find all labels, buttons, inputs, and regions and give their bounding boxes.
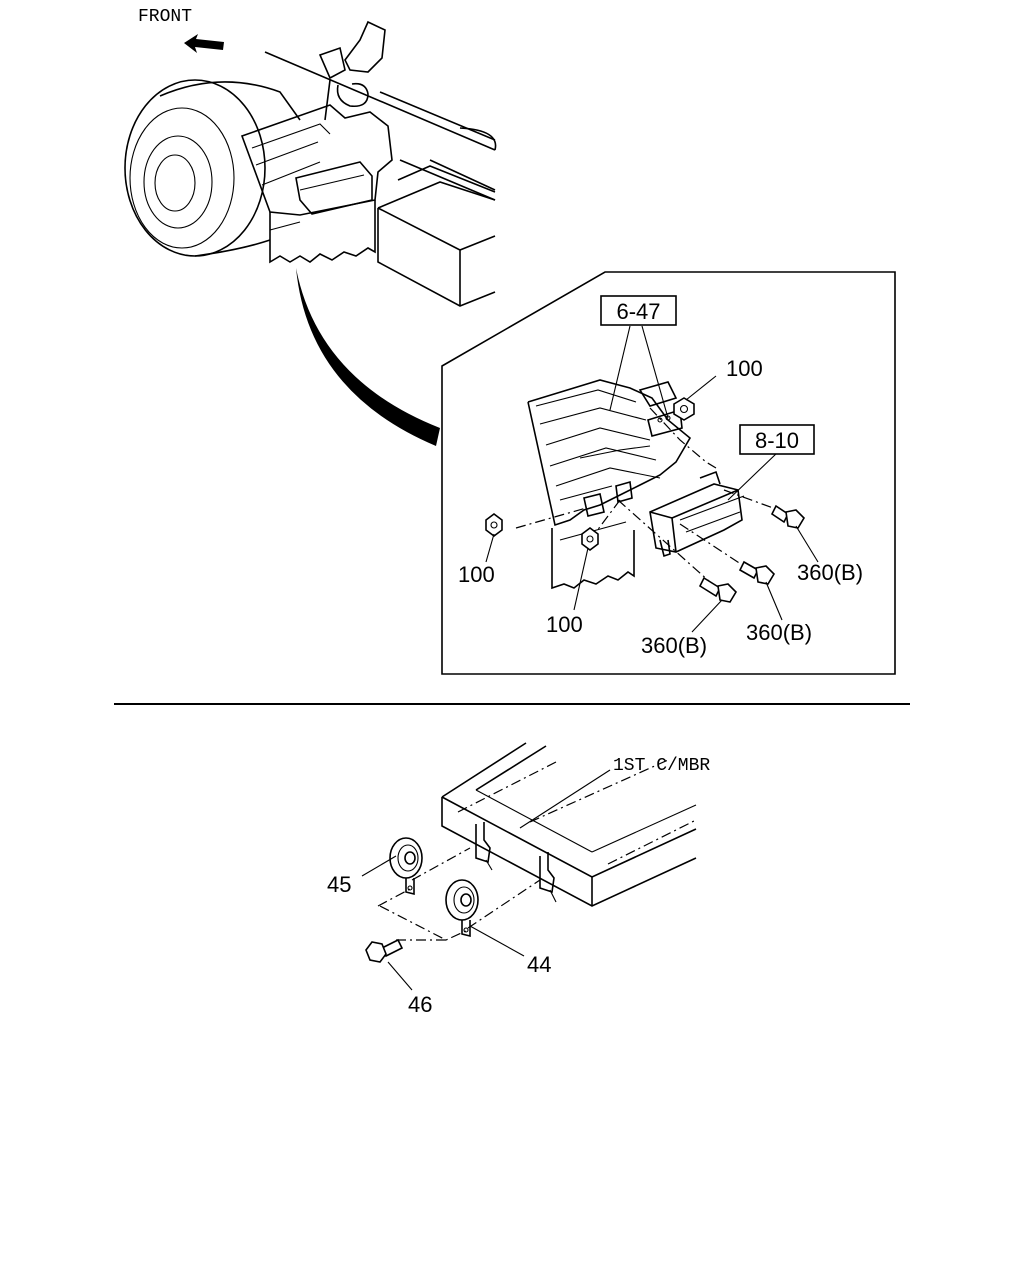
detail-pointer <box>296 268 440 446</box>
callout-45: 45 <box>327 872 351 897</box>
leader-44 <box>469 925 525 957</box>
callout-bolt-lower: 360(B) <box>641 633 707 658</box>
bracket-6-47-drawing <box>527 379 692 590</box>
bolt-46-icon <box>365 938 404 963</box>
ref-box-6-47 <box>600 295 677 326</box>
tow-hook-drawing <box>318 20 386 121</box>
fitting-line-horn-45 <box>411 847 471 881</box>
bolt-middle-icon <box>738 560 776 585</box>
relay-8-10-drawing <box>649 470 745 558</box>
centerline-relay-bolt-lower <box>617 499 711 583</box>
leader-46 <box>387 961 413 991</box>
battery-drawing <box>377 165 496 307</box>
bracket-overview-drawing <box>240 104 393 264</box>
leader-lines-detail <box>485 325 819 633</box>
fitting-line-bolt-2 <box>377 887 413 907</box>
centerline-relay-bolt-middle <box>679 523 751 571</box>
horn-44-icon <box>445 879 479 938</box>
callout-nut-left: 100 <box>458 562 495 587</box>
fitting-line-horn-44 <box>467 879 541 929</box>
callout-bolt-right: 360(B) <box>797 560 863 585</box>
crossmember-drawing <box>441 742 697 907</box>
leader-1st-cmbr <box>519 769 611 829</box>
callout-nut-lower: 100 <box>546 612 583 637</box>
centerline-nut-upper <box>649 407 717 469</box>
vehicle-overview: FRONT <box>124 7 497 446</box>
centerline-nut-left <box>515 507 587 529</box>
ref-6-47: 6-47 <box>616 299 660 324</box>
front-label: FRONT <box>138 7 192 27</box>
frame-rails <box>264 51 497 201</box>
callout-nut-upper: 100 <box>726 356 763 381</box>
ref-8-10: 8-10 <box>755 428 799 453</box>
horn-45-icon <box>389 837 423 896</box>
bolt-lower-icon <box>698 576 738 603</box>
nut-lower-icon <box>581 527 599 551</box>
detail-panel: 6-47 8-10 100 100 100 360(B) 360(B) 360(… <box>441 271 896 675</box>
ref-box-8-10 <box>739 424 815 455</box>
nut-left-icon <box>485 513 503 537</box>
horn-brackets-drawing <box>475 822 557 903</box>
horn-assembly: 1ST C/MBR 45 44 46 <box>327 742 710 1017</box>
tire-drawing <box>124 79 301 257</box>
crossmember-label: 1ST C/MBR <box>613 756 710 776</box>
callout-44: 44 <box>527 952 551 977</box>
bolt-right-icon <box>770 504 806 529</box>
leader-45 <box>361 855 397 877</box>
front-arrow-icon <box>184 34 224 53</box>
callout-46: 46 <box>408 992 432 1017</box>
nut-upper-icon <box>673 397 695 421</box>
callout-bolt-middle: 360(B) <box>746 620 812 645</box>
